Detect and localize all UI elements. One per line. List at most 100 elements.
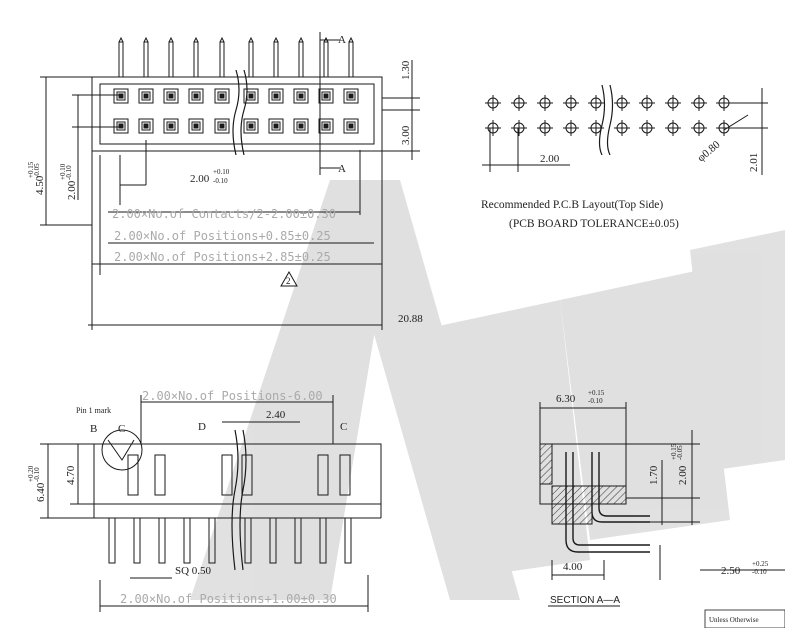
dim-2-00-v-tol-top: +0.10 xyxy=(59,163,67,180)
contact-core xyxy=(118,93,124,99)
dim-6-40-tol-bot: -0.10 xyxy=(33,467,41,482)
contact-core xyxy=(193,93,199,99)
pin1-circle xyxy=(101,429,143,471)
contact-inner xyxy=(141,91,151,101)
dim-6-30: 6.30 xyxy=(556,393,576,405)
contact-outer xyxy=(343,88,359,104)
title-block-text: Unless Otherwise xyxy=(709,616,759,624)
dim-pitch: 2.00 xyxy=(190,173,210,185)
contact-inner xyxy=(116,91,126,101)
front-view-text: 2.00×No.of Positions-6.00 Pin 1 mark B C… xyxy=(27,389,347,606)
dim-1-70: 1.70 xyxy=(648,465,660,485)
contact-inner xyxy=(141,121,151,131)
formula-positions-100: 2.00×No.of Positions+1.00±0.30 xyxy=(120,592,337,606)
top-pin xyxy=(219,41,225,78)
contact-core xyxy=(323,123,329,129)
top-pin xyxy=(273,41,279,78)
contact-outer xyxy=(214,88,230,104)
contact-core xyxy=(273,123,279,129)
contact-outer xyxy=(188,88,204,104)
label-c-right: C xyxy=(340,421,347,433)
pcb-caption-1: Recommended P.C.B Layout(Top Side) xyxy=(481,199,663,211)
contact-inner xyxy=(116,121,126,131)
contact-core xyxy=(193,123,199,129)
top-pin-tip xyxy=(348,36,354,43)
dim-6-30-tol-top: +0.15 xyxy=(588,389,605,397)
dim-4-00: 4.00 xyxy=(563,561,583,573)
contact-outer xyxy=(138,88,154,104)
front-pin xyxy=(208,517,216,564)
front-pin xyxy=(158,517,166,564)
contact-outer xyxy=(113,88,129,104)
contact-core xyxy=(118,123,124,129)
title-block: Unless Otherwise xyxy=(704,609,785,628)
front-pin xyxy=(183,517,191,564)
contact-core xyxy=(219,93,225,99)
section-view xyxy=(539,402,785,607)
pcb-caption-2: (PCB BOARD TOLERANCE±0.05) xyxy=(509,218,679,230)
contact-core xyxy=(298,123,304,129)
contact-core xyxy=(248,93,254,99)
section-marker-bottom: A xyxy=(338,163,346,175)
front-pin xyxy=(319,517,327,564)
front-pin xyxy=(133,517,141,564)
formula-positions-285: 2.00×No.of Positions+2.85±0.25 xyxy=(114,250,331,264)
dim-4-70: 4.70 xyxy=(65,465,77,485)
top-pin xyxy=(193,41,199,78)
contact-inner xyxy=(246,121,256,131)
contact-grid xyxy=(113,88,359,134)
dim-4-50-tol-bot: -0.05 xyxy=(33,163,41,178)
contact-inner xyxy=(191,121,201,131)
contact-outer xyxy=(113,118,129,134)
dim-4-50: 4.50 xyxy=(34,175,46,195)
top-pin-tip xyxy=(273,36,279,43)
top-pin xyxy=(348,41,354,78)
front-pin xyxy=(294,517,302,564)
top-pin-tip xyxy=(248,36,254,43)
contact-core xyxy=(143,93,149,99)
contact-inner xyxy=(191,91,201,101)
front-pin xyxy=(108,517,116,564)
top-pin-tip xyxy=(298,36,304,43)
note-mark: 2 xyxy=(286,276,291,286)
label-d: D xyxy=(198,421,206,433)
top-pin-tip xyxy=(118,36,124,43)
contact-outer xyxy=(138,118,154,134)
contact-outer xyxy=(268,118,284,134)
dim-2-00-section-tol-bot: -0.05 xyxy=(676,445,684,460)
contact-inner xyxy=(217,121,227,131)
front-pin xyxy=(269,517,277,564)
top-pin-tip xyxy=(193,36,199,43)
contact-outer xyxy=(293,118,309,134)
top-pin xyxy=(143,41,149,78)
contact-core xyxy=(298,93,304,99)
note-triangle xyxy=(280,270,298,287)
contact-outer xyxy=(163,88,179,104)
contact-outer xyxy=(214,118,230,134)
break-line xyxy=(232,69,240,156)
top-pin xyxy=(298,41,304,78)
formula-contacts: 2.00×No.of Contacts/2-2.00±0.30 xyxy=(112,207,336,221)
contact-core xyxy=(168,123,174,129)
dim-1-30: 1.30 xyxy=(400,60,412,80)
contact-inner xyxy=(296,91,306,101)
dim-6-30-tol-bot: -0.10 xyxy=(588,397,603,405)
contact-inner xyxy=(321,121,331,131)
contact-core xyxy=(219,123,225,129)
dim-2-40: 2.40 xyxy=(266,409,286,421)
label-b: B xyxy=(90,423,97,435)
dim-2-00-section-tol-top: +0.15 xyxy=(670,443,678,460)
contact-inner xyxy=(346,91,356,101)
dim-20-88: 20.88 xyxy=(398,313,423,325)
housing-outline xyxy=(91,76,383,152)
contact-inner xyxy=(271,91,281,101)
contact-core xyxy=(248,123,254,129)
contact-inner xyxy=(271,121,281,131)
top-pin xyxy=(323,41,329,78)
dim-2-50-tol-top: +0.25 xyxy=(752,560,769,568)
dim-6-40: 6.40 xyxy=(35,482,47,502)
top-view-text: A A 1.30 3.00 4.50 +0.15 -0.05 2.00 +0.1… xyxy=(27,34,423,325)
contact-outer xyxy=(243,88,259,104)
contact-core xyxy=(348,123,354,129)
